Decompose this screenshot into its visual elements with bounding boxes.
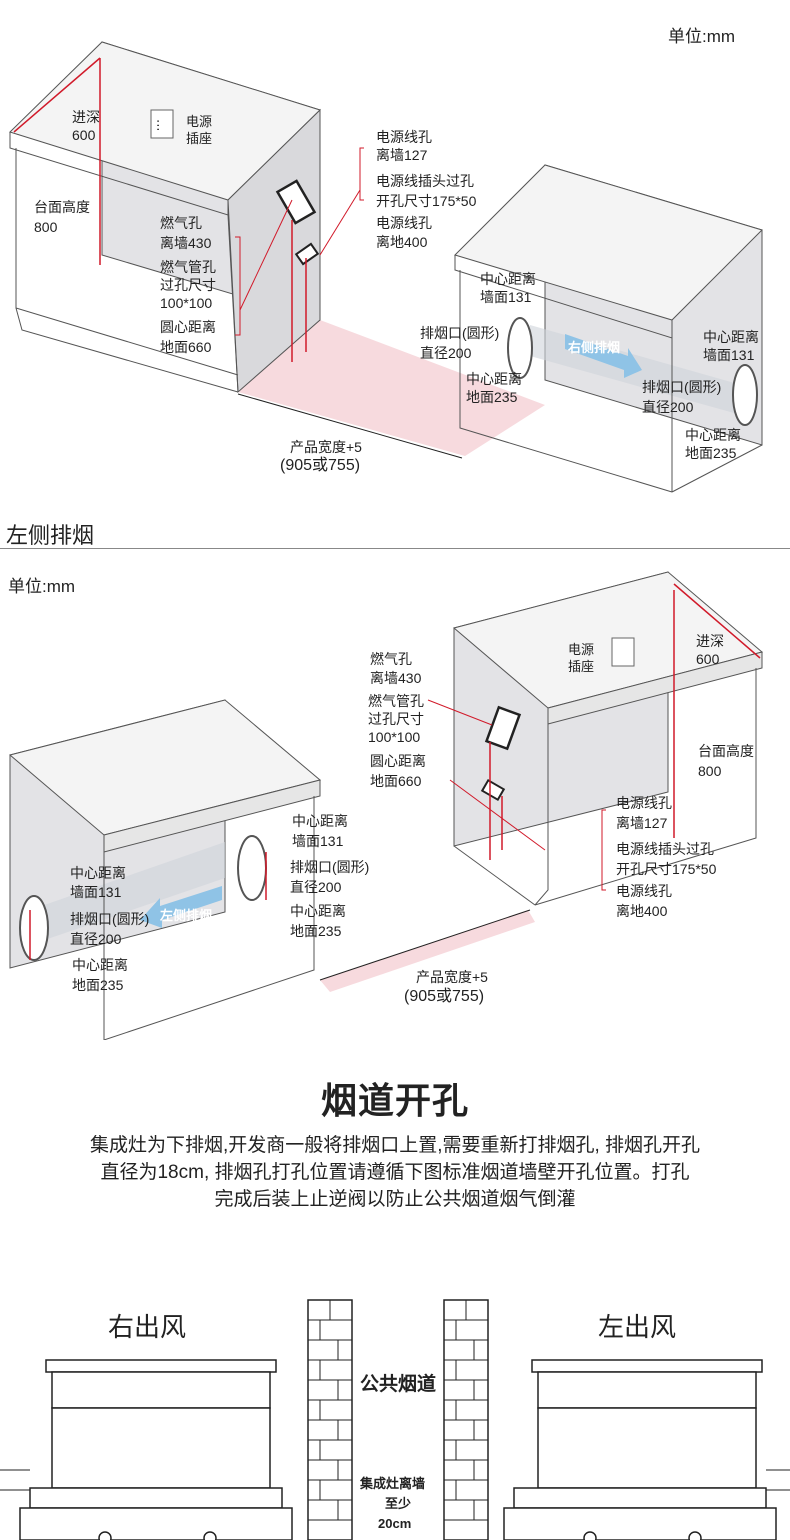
diagram-label: 100*100 — [368, 729, 420, 745]
diagram-label: 墙面131 — [480, 289, 532, 305]
diagram-label: 地面235 — [72, 977, 124, 993]
flow-label-left: 左侧排烟 — [160, 908, 212, 923]
diagram-label: 燃气孔 — [160, 215, 202, 231]
socket-label: 电源 — [186, 114, 212, 129]
diagram-label: 墙面131 — [70, 884, 122, 900]
flue-heading: 烟道开孔 — [320, 1080, 469, 1121]
diagram-label: 排烟口(圆形) — [70, 911, 149, 927]
diagram-label: 电源线孔 — [616, 795, 672, 811]
diagram-label: 中心距离 — [72, 957, 128, 973]
exhaust-port-left — [507, 317, 533, 379]
middle-diagram: 左侧排烟 电源 插座 进深 600 燃气孔 离墙430 燃气管孔 过孔尺寸 10… — [8, 571, 764, 1040]
diagram-label: 地面235 — [685, 445, 737, 461]
diagram-label: 600 — [696, 651, 720, 667]
diagram-label: 电源线插头过孔 — [376, 173, 474, 189]
diagram-label: (905或755) — [280, 456, 360, 474]
diagram-label: 圆心距离 — [160, 319, 216, 335]
diagram-label: 过孔尺寸 — [160, 277, 216, 293]
distance-label-2: 至少 — [385, 1496, 411, 1511]
counter-height-value: 800 — [34, 219, 58, 235]
diagram-label: 中心距离 — [70, 865, 126, 881]
power-hole-mark — [294, 242, 320, 266]
diagram-label: 电源线孔 — [376, 215, 432, 231]
diagram-label: 台面高度 — [698, 743, 754, 759]
diagram-label: 直径200 — [70, 931, 122, 947]
diagram-label: 离地400 — [376, 234, 428, 250]
exhaust-port-right — [732, 364, 758, 426]
diagram-label: (905或755) — [404, 987, 484, 1005]
svg-text:ⵗ: ⵗ — [156, 118, 160, 133]
diagram-label: 燃气管孔 — [368, 693, 424, 709]
diagram-label: 离墙127 — [616, 815, 668, 831]
gas-hole-mark — [275, 179, 317, 225]
diagram-label: 圆心距离 — [370, 753, 426, 769]
diagram-label: 中心距离 — [703, 329, 759, 345]
flue-paragraph: 集成灶为下排烟,开发商一般将排烟口上置,需要重新打排烟孔, 排烟孔开孔 直径为1… — [30, 1132, 760, 1213]
diagram-label: 开孔尺寸175*50 — [616, 861, 717, 877]
diagram-label: 中心距离 — [685, 427, 741, 443]
right-outlet-label: 右出风 — [108, 1312, 186, 1342]
flow-label: 右侧排烟 — [567, 340, 620, 355]
diagram-label: 产品宽度+5 — [290, 439, 362, 455]
diagram-label: 电源线孔 — [616, 883, 672, 899]
socket-icon — [150, 109, 174, 139]
diagram-label: 产品宽度+5 — [416, 969, 488, 985]
unit-label-2: 单位:mm — [8, 577, 76, 596]
diagram-label: 离墙430 — [160, 235, 212, 251]
counter-height-label: 台面高度 — [34, 199, 90, 215]
flue-paragraph-line: 完成后装上止逆阀以防止公共烟道烟气倒灌 — [214, 1189, 576, 1210]
diagram-label: 排烟口(圆形) — [290, 859, 369, 875]
diagram-label: 中心距离 — [466, 371, 522, 387]
top-diagram: ⵗ 右侧排烟 进深 600 电源 插座 台面高度 800 燃气孔 离墙430 — [9, 41, 763, 493]
depth-label: 进深 — [72, 109, 100, 125]
diagram-label: 电源线插头过孔 — [616, 841, 714, 857]
diagram-label: 过孔尺寸 — [368, 711, 424, 727]
diagram-label: 离地400 — [616, 903, 668, 919]
flue-paragraph-line: 直径为18cm, 排烟孔打孔位置请遵循下图标准烟道墙壁开孔位置。打孔 — [100, 1162, 690, 1183]
diagram-label: 地面235 — [290, 923, 342, 939]
diagram-label: 电源线孔 — [376, 129, 432, 145]
distance-label-3: 20cm — [378, 1516, 411, 1531]
diagram-label: 直径200 — [290, 879, 342, 895]
diagram-label: 中心距离 — [480, 271, 536, 287]
right-cabinet-top — [454, 164, 763, 321]
diagram-label: 燃气孔 — [370, 651, 412, 667]
diagram-label: 离墙127 — [376, 147, 428, 163]
diagram-label: 中心距离 — [292, 813, 348, 829]
depth-value: 600 — [72, 127, 96, 143]
bottom-diagram: 右出风 左出风 — [0, 1299, 790, 1540]
diagram-label: 直径200 — [642, 399, 694, 415]
distance-label-1: 集成灶离墙 — [359, 1476, 425, 1491]
diagram-label: 开孔尺寸175*50 — [376, 193, 477, 209]
diagram-label: 排烟口(圆形) — [420, 325, 499, 341]
public-flue-label: 公共烟道 — [360, 1372, 436, 1395]
diagram-label: 墙面131 — [292, 833, 344, 849]
left-outlet-label: 左出风 — [598, 1312, 676, 1342]
diagram-label: 直径200 — [420, 345, 472, 361]
diagram-label: 进深 — [696, 633, 724, 649]
unit-label: 单位:mm — [668, 27, 736, 46]
diagram-label: 墙面131 — [703, 347, 755, 363]
flow-arrow — [565, 334, 642, 378]
diagram-label: 地面660 — [370, 773, 422, 789]
flue-paragraph-line: 集成灶为下排烟,开发商一般将排烟口上置,需要重新打排烟孔, 排烟孔开孔 — [89, 1135, 701, 1156]
diagram-label: 中心距离 — [290, 903, 346, 919]
diagram-label: 地面660 — [160, 339, 212, 355]
diagram-label: 插座 — [568, 659, 594, 674]
diagram-label: 燃气管孔 — [160, 259, 216, 275]
divider — [0, 548, 790, 549]
section-title-left-exhaust: 左侧排烟 — [6, 523, 95, 548]
diagram-label: 离墙430 — [370, 670, 422, 686]
diagram-label: 排烟口(圆形) — [642, 379, 721, 395]
socket-label2: 插座 — [186, 131, 212, 146]
diagram-label: 800 — [698, 763, 722, 779]
diagram-label: 100*100 — [160, 295, 212, 311]
floor-shade — [238, 320, 545, 456]
diagram-label: 地面235 — [466, 389, 518, 405]
diagram-label: 电源 — [568, 642, 594, 657]
